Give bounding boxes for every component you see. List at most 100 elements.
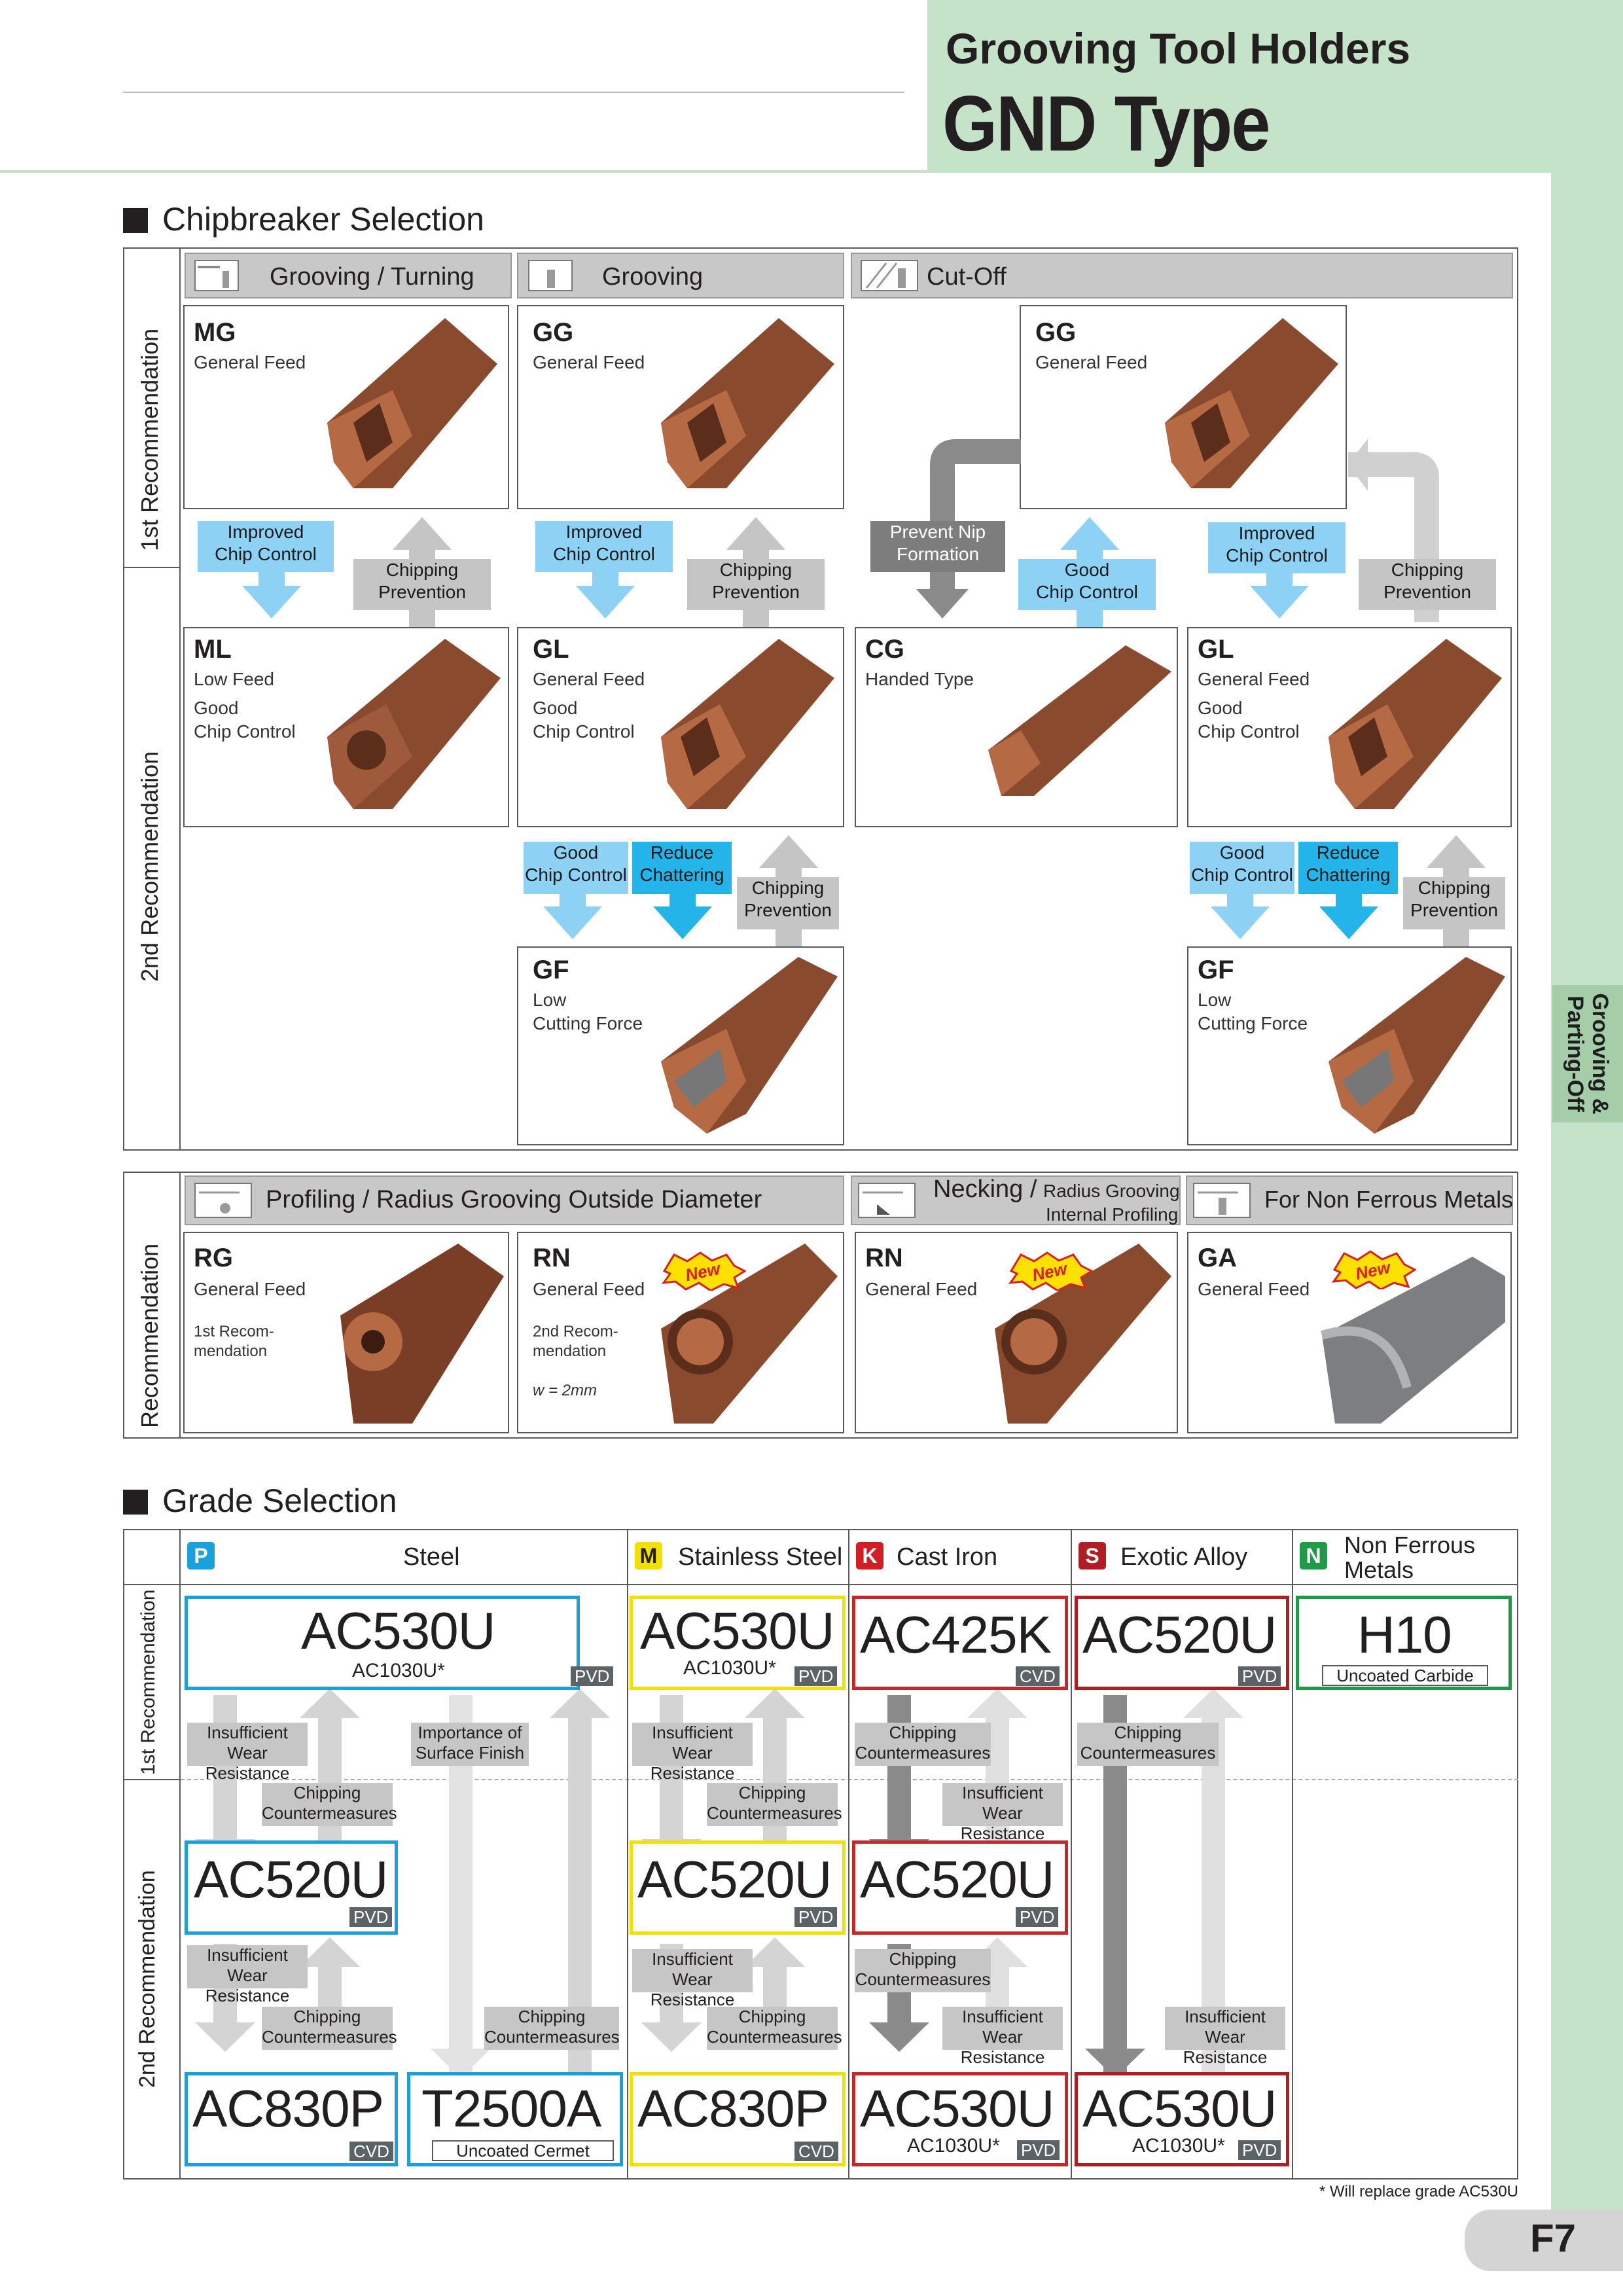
insert-gf-image xyxy=(1329,957,1505,1134)
grade-name: AC530U xyxy=(301,1602,495,1660)
divider xyxy=(848,1529,849,2179)
desc-cg-1: Handed Type xyxy=(865,669,974,689)
insert-gg-image xyxy=(1165,318,1338,488)
grade-box-p1[interactable] xyxy=(185,1596,580,1690)
grade-name: AC520U xyxy=(860,1850,1054,1909)
section-bullet xyxy=(123,1490,148,1515)
header-subtitle: Grooving Tool Holders xyxy=(946,24,1411,73)
insert-rn-image xyxy=(995,1244,1171,1424)
desc-gf-2: Cutting Force xyxy=(1198,1013,1308,1033)
insert-ga-image xyxy=(1320,1257,1505,1424)
footnote: * Will replace grade AC530U xyxy=(1319,2183,1518,2200)
header-cutoff xyxy=(851,253,1513,298)
code-rg: RG xyxy=(194,1244,233,1272)
coat-tag: PVD xyxy=(571,1666,614,1686)
grade-box-k3[interactable] xyxy=(852,2072,1068,2166)
arrow-gl-to-gg xyxy=(1348,439,1439,622)
insert-ml-image xyxy=(327,639,501,809)
coat-tag: CVD xyxy=(349,2142,393,2161)
material-castiron: Cast Iron xyxy=(897,1543,998,1571)
grade-name: H10 xyxy=(1357,1605,1452,1664)
grade-title: Grade Selection xyxy=(162,1482,397,1519)
chipbreaker-title: Chipbreaker Selection xyxy=(162,201,484,238)
side-tab[interactable] xyxy=(1552,985,1623,1122)
header-grooving-turning xyxy=(185,253,512,298)
necking-icon xyxy=(858,1183,916,1218)
coat-tag: CVD xyxy=(794,2142,838,2161)
insert-gl-image xyxy=(661,639,834,809)
material-n-icon: N xyxy=(1300,1542,1327,1570)
note-rg-1: 1st Recom- xyxy=(194,1323,274,1340)
code-rn: RN xyxy=(533,1244,571,1272)
arrow-gg-to-cg xyxy=(916,439,1021,619)
code-ml: ML xyxy=(194,635,232,664)
header-label: For Non Ferrous Metals xyxy=(1264,1186,1514,1213)
desc-gl-1: General Feed xyxy=(533,669,645,689)
desc-mg: General Feed xyxy=(194,352,306,372)
coat-tag: Uncoated Cermet xyxy=(432,2140,614,2161)
material-steel: Steel xyxy=(403,1543,460,1571)
header-bottom-rule xyxy=(0,170,1551,173)
new-badge: New xyxy=(1331,1250,1416,1289)
grade-name: AC425K xyxy=(860,1605,1052,1664)
desc-ml-3: Chip Control xyxy=(194,721,296,742)
grade-box-n1[interactable] xyxy=(1296,1596,1512,1690)
insert-gf-image xyxy=(661,957,838,1134)
code-rn: RN xyxy=(865,1244,903,1272)
material-p-icon: P xyxy=(187,1542,215,1570)
grade-box-p3a[interactable] xyxy=(185,2072,398,2166)
new-badge: New xyxy=(1008,1251,1093,1291)
header-band xyxy=(927,0,1623,171)
header-label: Grooving xyxy=(602,263,704,291)
desc-gl-2: Good xyxy=(1198,698,1243,718)
page-number: F7 xyxy=(1530,2216,1577,2260)
desc-ml-2: Good xyxy=(194,698,239,718)
desc-gf-1: Low xyxy=(1198,990,1232,1010)
header-rule xyxy=(123,92,904,93)
new-badge: New xyxy=(661,1251,746,1291)
side-band xyxy=(1551,171,1623,2240)
grade-name: AC830P xyxy=(637,2079,829,2138)
grooving-icon xyxy=(528,260,573,291)
grade-box-k1[interactable] xyxy=(852,1596,1068,1690)
divider xyxy=(627,1529,628,2179)
code-gf: GF xyxy=(533,956,569,984)
insert-gg-image xyxy=(661,318,834,488)
grade-sub: AC1030U* xyxy=(683,1657,776,1679)
code-gg: GG xyxy=(533,318,574,347)
side-tab-line2: Parting-Off xyxy=(1563,996,1588,1112)
grade-box-p3b[interactable] xyxy=(407,2072,623,2166)
insert-gl-image xyxy=(1329,639,1502,809)
code-ga: GA xyxy=(1198,1244,1237,1272)
code-gl: GL xyxy=(1198,635,1234,664)
desc-gl-2: Good xyxy=(533,698,578,718)
material-s-icon: S xyxy=(1079,1542,1106,1570)
insert-rn-image xyxy=(661,1244,838,1424)
divider xyxy=(179,1172,181,1439)
page-tab xyxy=(1465,2210,1623,2271)
coat-tag: CVD xyxy=(1016,1666,1060,1686)
insert-cg-image xyxy=(988,645,1171,796)
grade-name: AC520U xyxy=(1082,1605,1277,1664)
coat-tag: PVD xyxy=(1017,2140,1060,2160)
row-label-recommendation: Recommendation xyxy=(136,1243,163,1428)
